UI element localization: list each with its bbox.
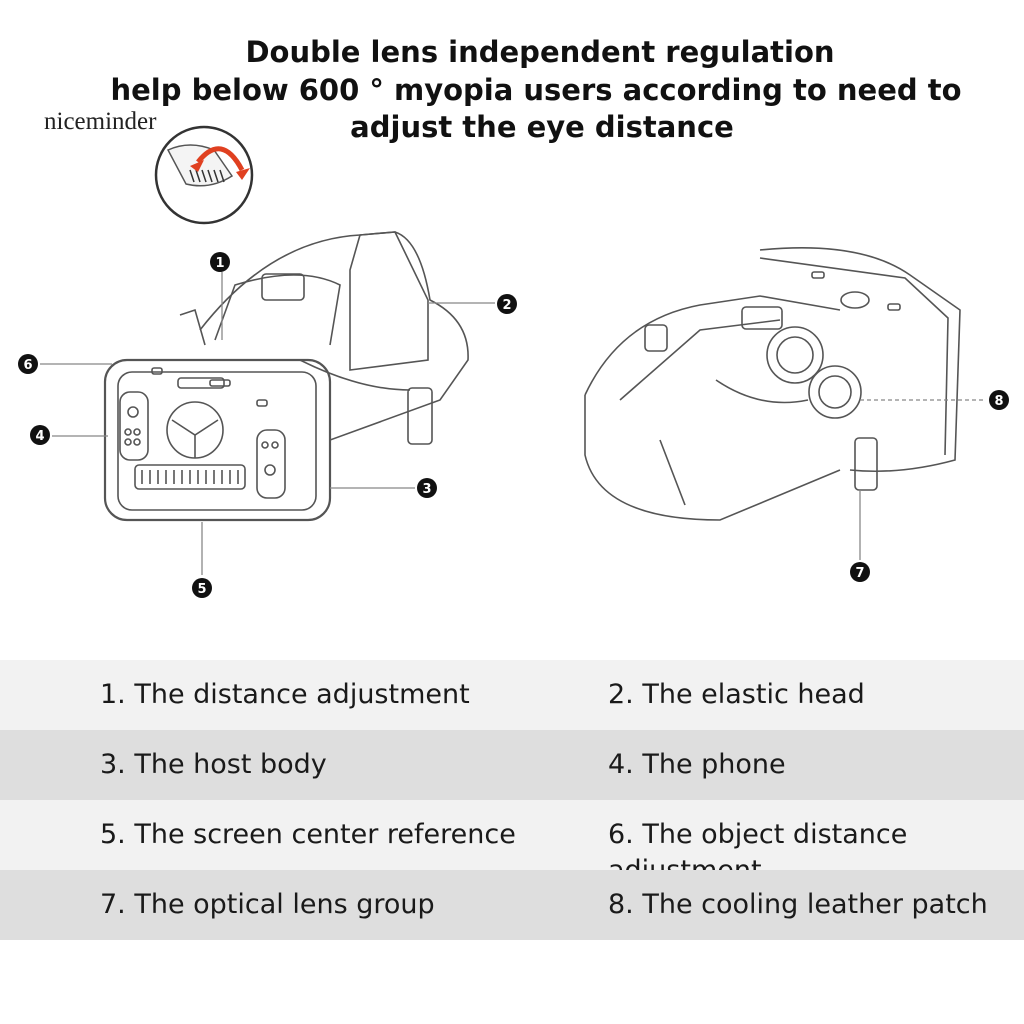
- legend-item-7: 7. The optical lens group: [100, 889, 435, 920]
- legend-item-4: 4. The phone: [608, 749, 786, 780]
- legend-row: 5. The screen center reference 6. The ob…: [0, 800, 1024, 886]
- legend-row: 3. The host body 4. The phone: [0, 730, 1024, 800]
- adjust-wheel-inset: [154, 125, 254, 225]
- svg-text:8: 8: [994, 394, 1003, 409]
- vr-headset-diagram: 1 2 3 4 5 6 7 8: [18, 125, 1009, 598]
- svg-text:7: 7: [855, 566, 864, 581]
- callout-markers: 1 2 3 4 5 6 7 8: [18, 252, 1009, 598]
- svg-text:2: 2: [502, 298, 511, 313]
- legend-item-2: 2. The elastic head: [608, 679, 865, 710]
- callout-5: 5: [192, 578, 212, 598]
- callout-lines: [40, 272, 985, 575]
- callout-7: 7: [850, 562, 870, 582]
- legend-row: 1. The distance adjustment 2. The elasti…: [0, 660, 1024, 730]
- vr-headset-rear-view: [584, 246, 961, 521]
- callout-6: 6: [18, 354, 38, 374]
- callout-8: 8: [989, 390, 1009, 410]
- headline-line-1: Double lens independent regulation: [245, 35, 835, 69]
- svg-text:3: 3: [422, 482, 431, 497]
- headline-line-2: help below 600 ° myopia users according …: [110, 73, 962, 107]
- svg-text:4: 4: [35, 429, 44, 444]
- callout-2: 2: [497, 294, 517, 314]
- callout-4: 4: [30, 425, 50, 445]
- headline-line-3: adjust the eye distance: [350, 110, 734, 144]
- svg-text:5: 5: [197, 582, 206, 597]
- svg-text:1: 1: [215, 256, 224, 271]
- legend-row: 7. The optical lens group 8. The cooling…: [0, 870, 1024, 940]
- vr-headset-front-view: [103, 231, 469, 522]
- svg-text:6: 6: [23, 358, 32, 373]
- legend-item-5: 5. The screen center reference: [100, 819, 516, 850]
- legend-item-3: 3. The host body: [100, 749, 327, 780]
- watermark: niceminder: [44, 108, 157, 135]
- legend-item-8: 8. The cooling leather patch: [608, 889, 988, 920]
- legend-item-1: 1. The distance adjustment: [100, 679, 470, 710]
- callout-1: 1: [210, 252, 230, 272]
- callout-3: 3: [417, 478, 437, 498]
